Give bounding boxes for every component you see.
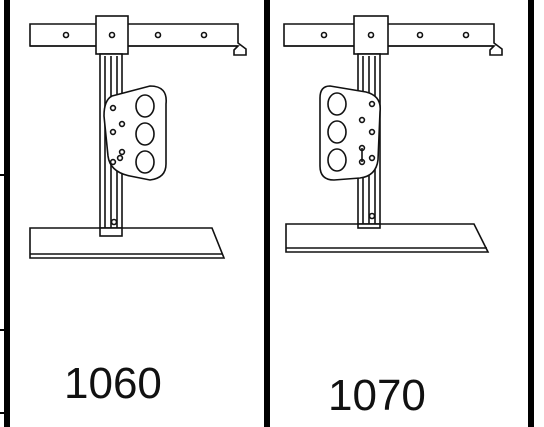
plate-hole-small: [118, 148, 126, 156]
plate-hole-large: [135, 150, 155, 174]
top-clamp: [95, 15, 129, 55]
bottom-rail: [285, 223, 490, 253]
plate-hole-large: [327, 92, 347, 116]
plate-hole-large: [135, 122, 155, 146]
top-rail: [29, 23, 247, 56]
plate-hole-small: [358, 116, 366, 124]
plate-hole-large: [327, 120, 347, 144]
stand-1060: [29, 15, 247, 259]
clamp-bolt: [108, 31, 116, 39]
clamp-bolt: [367, 31, 375, 39]
post-foot: [99, 227, 123, 237]
rail-hole: [62, 31, 70, 39]
rail-hole: [200, 31, 208, 39]
mounting-plate: [319, 85, 382, 181]
plate-hole-large: [135, 94, 155, 118]
post-bolt: [368, 212, 376, 220]
top-rail: [283, 23, 503, 56]
rail-hole: [462, 31, 470, 39]
plate-hole-small: [368, 154, 376, 162]
plate-hole-small: [109, 128, 117, 136]
post-bolt: [110, 218, 118, 226]
rail-hole: [320, 31, 328, 39]
model-label-1070: 1070: [328, 371, 426, 420]
plate-hole-small: [368, 128, 376, 136]
plate-hole-small: [118, 120, 126, 128]
plate-hole-small: [116, 154, 124, 162]
bottom-rail: [29, 227, 226, 259]
plate-hole-small: [368, 100, 376, 108]
plate-hole-small: [109, 158, 117, 166]
rail-hole: [416, 31, 424, 39]
rail-hole: [154, 31, 162, 39]
plate-hole-small: [109, 104, 117, 112]
model-label-1060: 1060: [64, 359, 162, 408]
mounting-plate: [103, 85, 167, 181]
post-foot: [357, 223, 381, 229]
plate-hole-large: [327, 148, 347, 172]
stand-1070: [283, 15, 503, 253]
top-clamp: [353, 15, 389, 55]
